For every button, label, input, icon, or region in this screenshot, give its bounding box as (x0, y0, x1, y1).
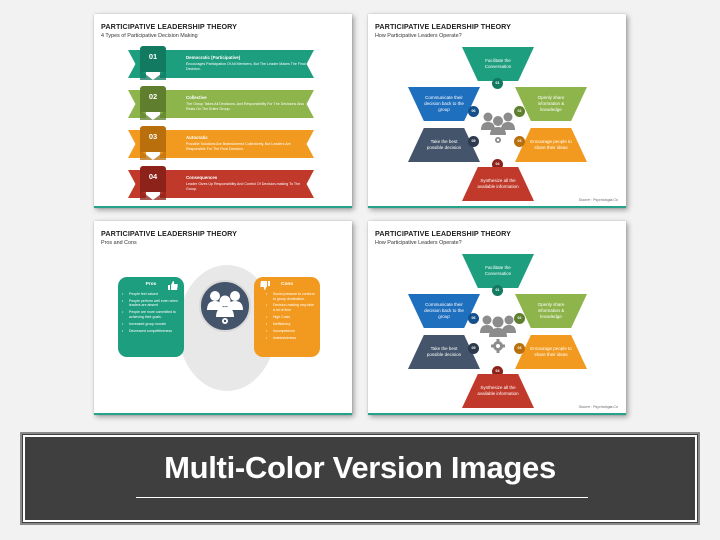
cons-item: Inefficiency (266, 322, 316, 327)
pros-item: People perform well even when leaders ar… (122, 299, 180, 308)
ribbon-heading: Democratic (Participative) (186, 55, 241, 60)
slide-thumbnail-pros-cons[interactable]: PARTICIPATIVE LEADERSHIP THEORY Pros and… (94, 221, 352, 415)
step-badge: 06 (468, 106, 479, 117)
ribbon-item-2: 02 Collective The Group Takes All Decisi… (128, 86, 314, 124)
step-badge: 05 (468, 343, 479, 354)
pros-item: People are more committed to achieving t… (122, 310, 180, 319)
cons-list: Social pressure to conform to group domi… (266, 292, 316, 343)
slide-subtitle: Pros and Cons (101, 240, 137, 246)
cons-item: Incompetence (266, 329, 316, 334)
thumbs-down-icon (260, 281, 270, 290)
ribbon-number: 03 (140, 126, 166, 152)
source-note: Source : Psychologia.Co (578, 198, 618, 202)
slide-thumbnail-types[interactable]: PARTICIPATIVE LEADERSHIP THEORY 4 Types … (94, 14, 352, 208)
step-text: Take the best possible decision (426, 346, 462, 357)
ribbon-number: 02 (140, 86, 166, 112)
step-text: Synthesize all the available information (477, 178, 519, 189)
ribbon-item-3: 03 Autocratic Possible Solutions Are Bra… (128, 126, 314, 164)
slide-title: PARTICIPATIVE LEADERSHIP THEORY (101, 22, 238, 31)
step-6-shape: Communicate their decision back to the g… (408, 87, 480, 121)
step-2-shape: Openly share information & knowledge (515, 87, 587, 121)
step-text: Openly share information & knowledge (537, 302, 565, 319)
ribbon-heading: Consequences (186, 175, 218, 180)
pros-item: People feel valued (122, 292, 180, 297)
step-6-shape: Communicate their decision back to the g… (408, 294, 480, 328)
step-3-shape: Encourage people to share their ideas (515, 335, 587, 369)
step-text: Communicate their decision back to the g… (424, 302, 464, 319)
pros-list: People feel valued People perform well e… (122, 292, 180, 336)
step-3-shape: Encourage people to share their ideas (515, 128, 587, 162)
team-gear-icon (480, 315, 516, 353)
step-2-shape: Openly share information & knowledge (515, 294, 587, 328)
team-circle (199, 280, 251, 332)
pros-title: Pros (145, 282, 157, 287)
thumbs-up-icon (168, 281, 178, 290)
ribbon-heading: Autocratic (186, 135, 208, 140)
pros-box: Pros People feel valued People perform w… (118, 277, 184, 357)
team-icon (207, 291, 243, 324)
step-text: Synthesize all the available information (477, 385, 519, 396)
slide-title: PARTICIPATIVE LEADERSHIP THEORY (375, 22, 512, 31)
step-text: Facilitate the Conversation (484, 265, 512, 276)
step-text: Encourage people to share their ideas (530, 139, 572, 150)
ribbon-item-4: 04 Consequences Leader Gives Up Responsi… (128, 166, 314, 204)
ribbon-text: Encourages Participation Of All Members,… (186, 62, 306, 72)
slide-subtitle: 4 Types of Participative Decision Making (101, 33, 198, 39)
step-text: Take the best possible decision (426, 139, 462, 150)
step-4-shape: Synthesize all the available information (462, 167, 534, 201)
cons-item: Social pressure to conform to group domi… (266, 292, 316, 301)
version-banner: Multi-Color Version Images (20, 432, 700, 525)
step-badge: 03 (514, 343, 525, 354)
ribbon-text: Leader Gives Up Responsibility And Contr… (186, 182, 301, 192)
step-badge: 05 (468, 136, 479, 147)
banner-underline (136, 497, 588, 498)
slide-subtitle: How Participative Leaders Operate? (375, 33, 462, 39)
step-text: Encourage people to share their ideas (530, 346, 572, 357)
pros-item: Decreased competitiveness (122, 329, 180, 334)
source-note: Source : Psychologia.Co (578, 405, 618, 409)
step-badge: 01 (492, 285, 503, 296)
slide-title: PARTICIPATIVE LEADERSHIP THEORY (101, 229, 238, 238)
step-badge: 06 (468, 313, 479, 324)
ribbon-text: Possible Solutions Are Brainstormed Coll… (186, 142, 291, 152)
ribbon-number: 01 (140, 46, 166, 72)
step-badge: 02 (514, 313, 525, 324)
step-badge: 03 (514, 136, 525, 147)
cons-box: Cons Social pressure to conform to group… (254, 277, 320, 357)
slide-subtitle: How Participative Leaders Operate? (375, 240, 462, 246)
slide-title: PARTICIPATIVE LEADERSHIP THEORY (375, 229, 512, 238)
step-1-shape: Facilitate the Conversation (462, 254, 534, 288)
ribbon-item-1: 01 Democratic (Participative) Encourages… (128, 46, 314, 84)
ribbon-text: The Group Takes All Decisions, And Respo… (186, 102, 305, 112)
cons-item: High Costs (266, 315, 316, 320)
slide-thumbnail-operate[interactable]: PARTICIPATIVE LEADERSHIP THEORY How Part… (368, 14, 626, 208)
step-text: Facilitate the Conversation (484, 58, 512, 69)
cons-title: Cons (281, 282, 293, 287)
cons-item: Indecisiveness (266, 336, 316, 341)
pros-item: Increased group morale (122, 322, 180, 327)
step-1-shape: Facilitate the Conversation (462, 47, 534, 81)
step-badge: 04 (492, 366, 503, 377)
ribbon-number: 04 (140, 166, 166, 192)
ribbon-heading: Collective (186, 95, 207, 100)
step-text: Openly share information & knowledge (537, 95, 565, 112)
step-4-shape: Synthesize all the available information (462, 374, 534, 408)
step-badge: 04 (492, 159, 503, 170)
slide-thumbnail-operate-alt[interactable]: PARTICIPATIVE LEADERSHIP THEORY How Part… (368, 221, 626, 415)
step-badge: 02 (514, 106, 525, 117)
team-icon (481, 112, 515, 143)
banner-title: Multi-Color Version Images (164, 450, 556, 485)
step-badge: 01 (492, 78, 503, 89)
cons-item: Decision-making may take a lot of time (266, 303, 316, 312)
step-text: Communicate their decision back to the g… (424, 95, 464, 112)
